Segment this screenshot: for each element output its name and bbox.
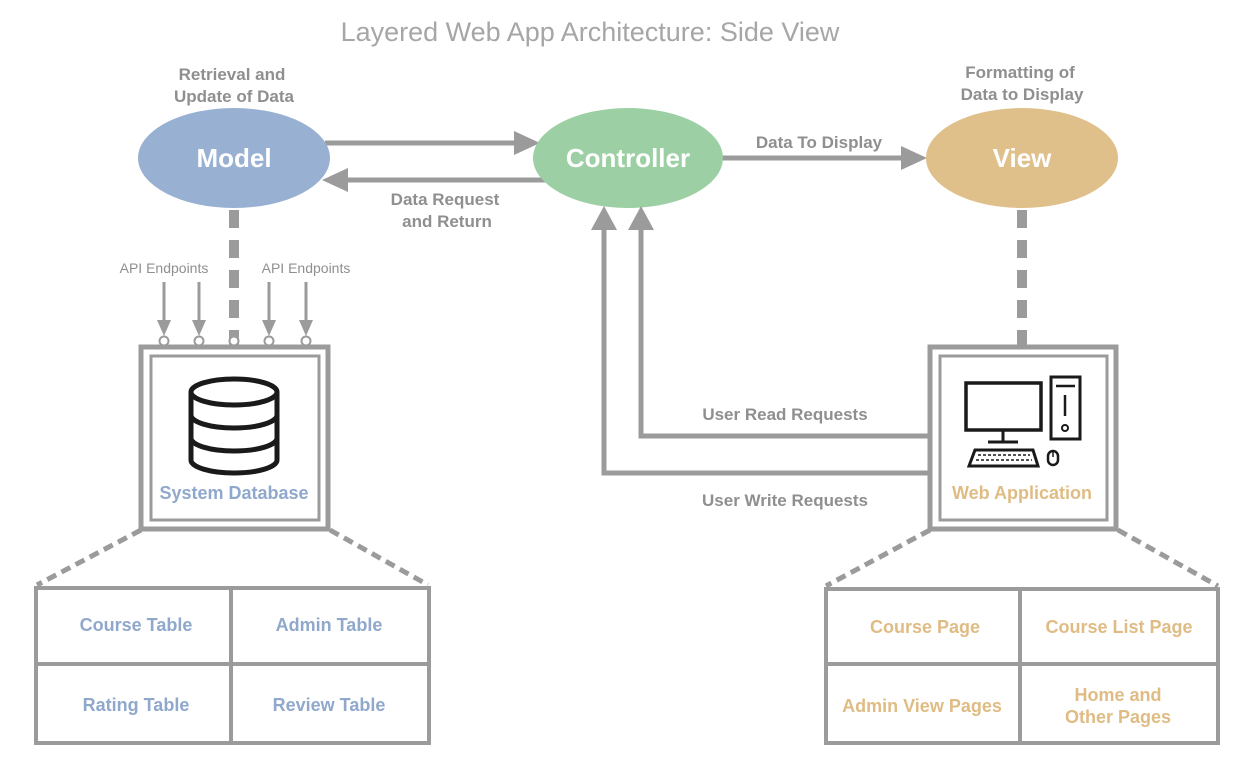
web-application-label: Web Application <box>952 483 1092 503</box>
table-cell-admin: Admin Table <box>276 615 383 635</box>
view-caption-line2: Data to Display <box>961 85 1084 104</box>
api-endpoints-label-right: API Endpoints <box>262 260 351 276</box>
api-endpoint-arrow <box>192 282 206 347</box>
api-endpoint-arrows <box>157 282 313 347</box>
arrow-user-read-requests <box>628 206 930 439</box>
table-cell-review: Review Table <box>273 695 386 715</box>
system-database-box <box>138 344 331 532</box>
model-label: Model <box>196 143 271 173</box>
api-endpoint-arrow <box>157 282 171 347</box>
webapp-fan-right <box>1116 527 1220 589</box>
diagram-title: Layered Web App Architecture: Side View <box>341 17 840 47</box>
page-cell-admin-view: Admin View Pages <box>842 696 1002 716</box>
view-label: View <box>993 143 1053 173</box>
database-fan-right <box>328 527 430 588</box>
arrow-controller-to-model <box>322 168 545 192</box>
api-endpoint-arrow <box>262 282 276 347</box>
data-request-label-line1: Data Request <box>391 190 500 209</box>
page-cell-home-line2: Other Pages <box>1065 707 1171 727</box>
data-to-display-label: Data To Display <box>756 133 883 152</box>
model-node <box>138 108 330 208</box>
page-cell-course-list: Course List Page <box>1045 617 1192 637</box>
webapp-fan-left <box>824 527 932 589</box>
page-cell-home-line1: Home and <box>1074 685 1161 705</box>
table-cell-course: Course Table <box>80 615 193 635</box>
database-fan-left <box>35 527 143 588</box>
database-icon <box>188 376 280 476</box>
arrow-model-to-controller <box>325 131 540 155</box>
user-write-requests-label: User Write Requests <box>702 491 868 510</box>
model-caption-line2: Update of Data <box>174 87 295 106</box>
arrow-user-write-requests <box>591 206 930 476</box>
view-node <box>926 108 1118 208</box>
database-tables-grid <box>34 586 431 745</box>
controller-node <box>533 108 723 208</box>
table-cell-rating: Rating Table <box>83 695 190 715</box>
web-application-box <box>927 344 1119 532</box>
arrow-controller-to-view <box>722 146 927 170</box>
user-read-requests-label: User Read Requests <box>702 405 867 424</box>
api-endpoints-label-left: API Endpoints <box>120 260 209 276</box>
data-request-label-line2: and Return <box>402 212 492 231</box>
api-endpoint-arrow <box>299 282 313 347</box>
page-cell-course: Course Page <box>870 617 980 637</box>
desktop-computer-icon <box>964 375 1082 468</box>
view-caption-line1: Formatting of <box>965 63 1075 82</box>
model-caption-line1: Retrieval and <box>179 65 286 84</box>
system-database-label: System Database <box>159 483 308 503</box>
webapp-pages-grid <box>824 587 1220 745</box>
controller-label: Controller <box>566 143 690 173</box>
